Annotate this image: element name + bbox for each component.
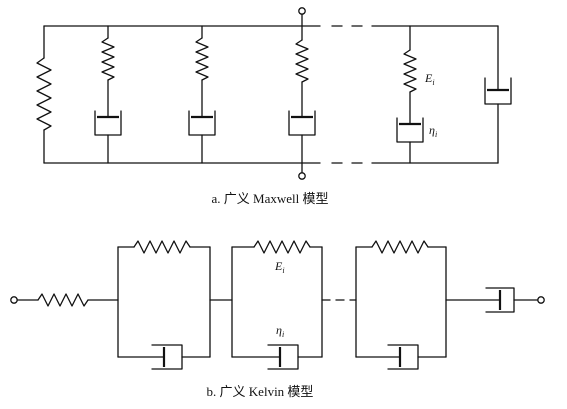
- spring-icon: [371, 240, 429, 254]
- kelvin-right-terminal: [537, 296, 545, 304]
- maxwell-spring-label: Ei: [424, 71, 435, 87]
- maxwell-branch-3: [288, 25, 316, 164]
- spring-icon: [101, 37, 115, 81]
- maxwell-bottom-terminal: [298, 172, 306, 180]
- kelvin-dashpot-label: ηi: [276, 323, 284, 339]
- spring-icon: [133, 240, 191, 254]
- spring-icon: [37, 293, 89, 307]
- spring-icon: [403, 49, 417, 93]
- kelvin-model: Ei ηi b. 广义 Kelvin 模型: [10, 240, 545, 399]
- spring-icon: [195, 37, 209, 81]
- kelvin-unit-n: [355, 240, 447, 370]
- kelvin-spring-label: Ei: [274, 259, 285, 275]
- kelvin-unit-1: [117, 240, 211, 370]
- maxwell-branch-dashpot: [484, 25, 512, 164]
- spring-icon: [253, 240, 311, 254]
- maxwell-branch-2: [188, 25, 216, 164]
- kelvin-caption: b. 广义 Kelvin 模型: [207, 384, 314, 399]
- maxwell-caption: a. 广义 Maxwell 模型: [212, 191, 329, 206]
- maxwell-branch-spring: [36, 25, 52, 164]
- spring-icon: [295, 39, 309, 83]
- spring-icon: [36, 57, 52, 131]
- maxwell-branch-1: [94, 25, 122, 164]
- maxwell-branch-i: [396, 25, 424, 164]
- kelvin-left-terminal: [10, 296, 18, 304]
- maxwell-top-terminal: [298, 7, 306, 15]
- maxwell-dashpot-label: ηi: [429, 123, 437, 139]
- maxwell-model: Ei ηi a. 广义 Maxwell 模型: [36, 7, 512, 206]
- kelvin-unit-i: [231, 240, 323, 370]
